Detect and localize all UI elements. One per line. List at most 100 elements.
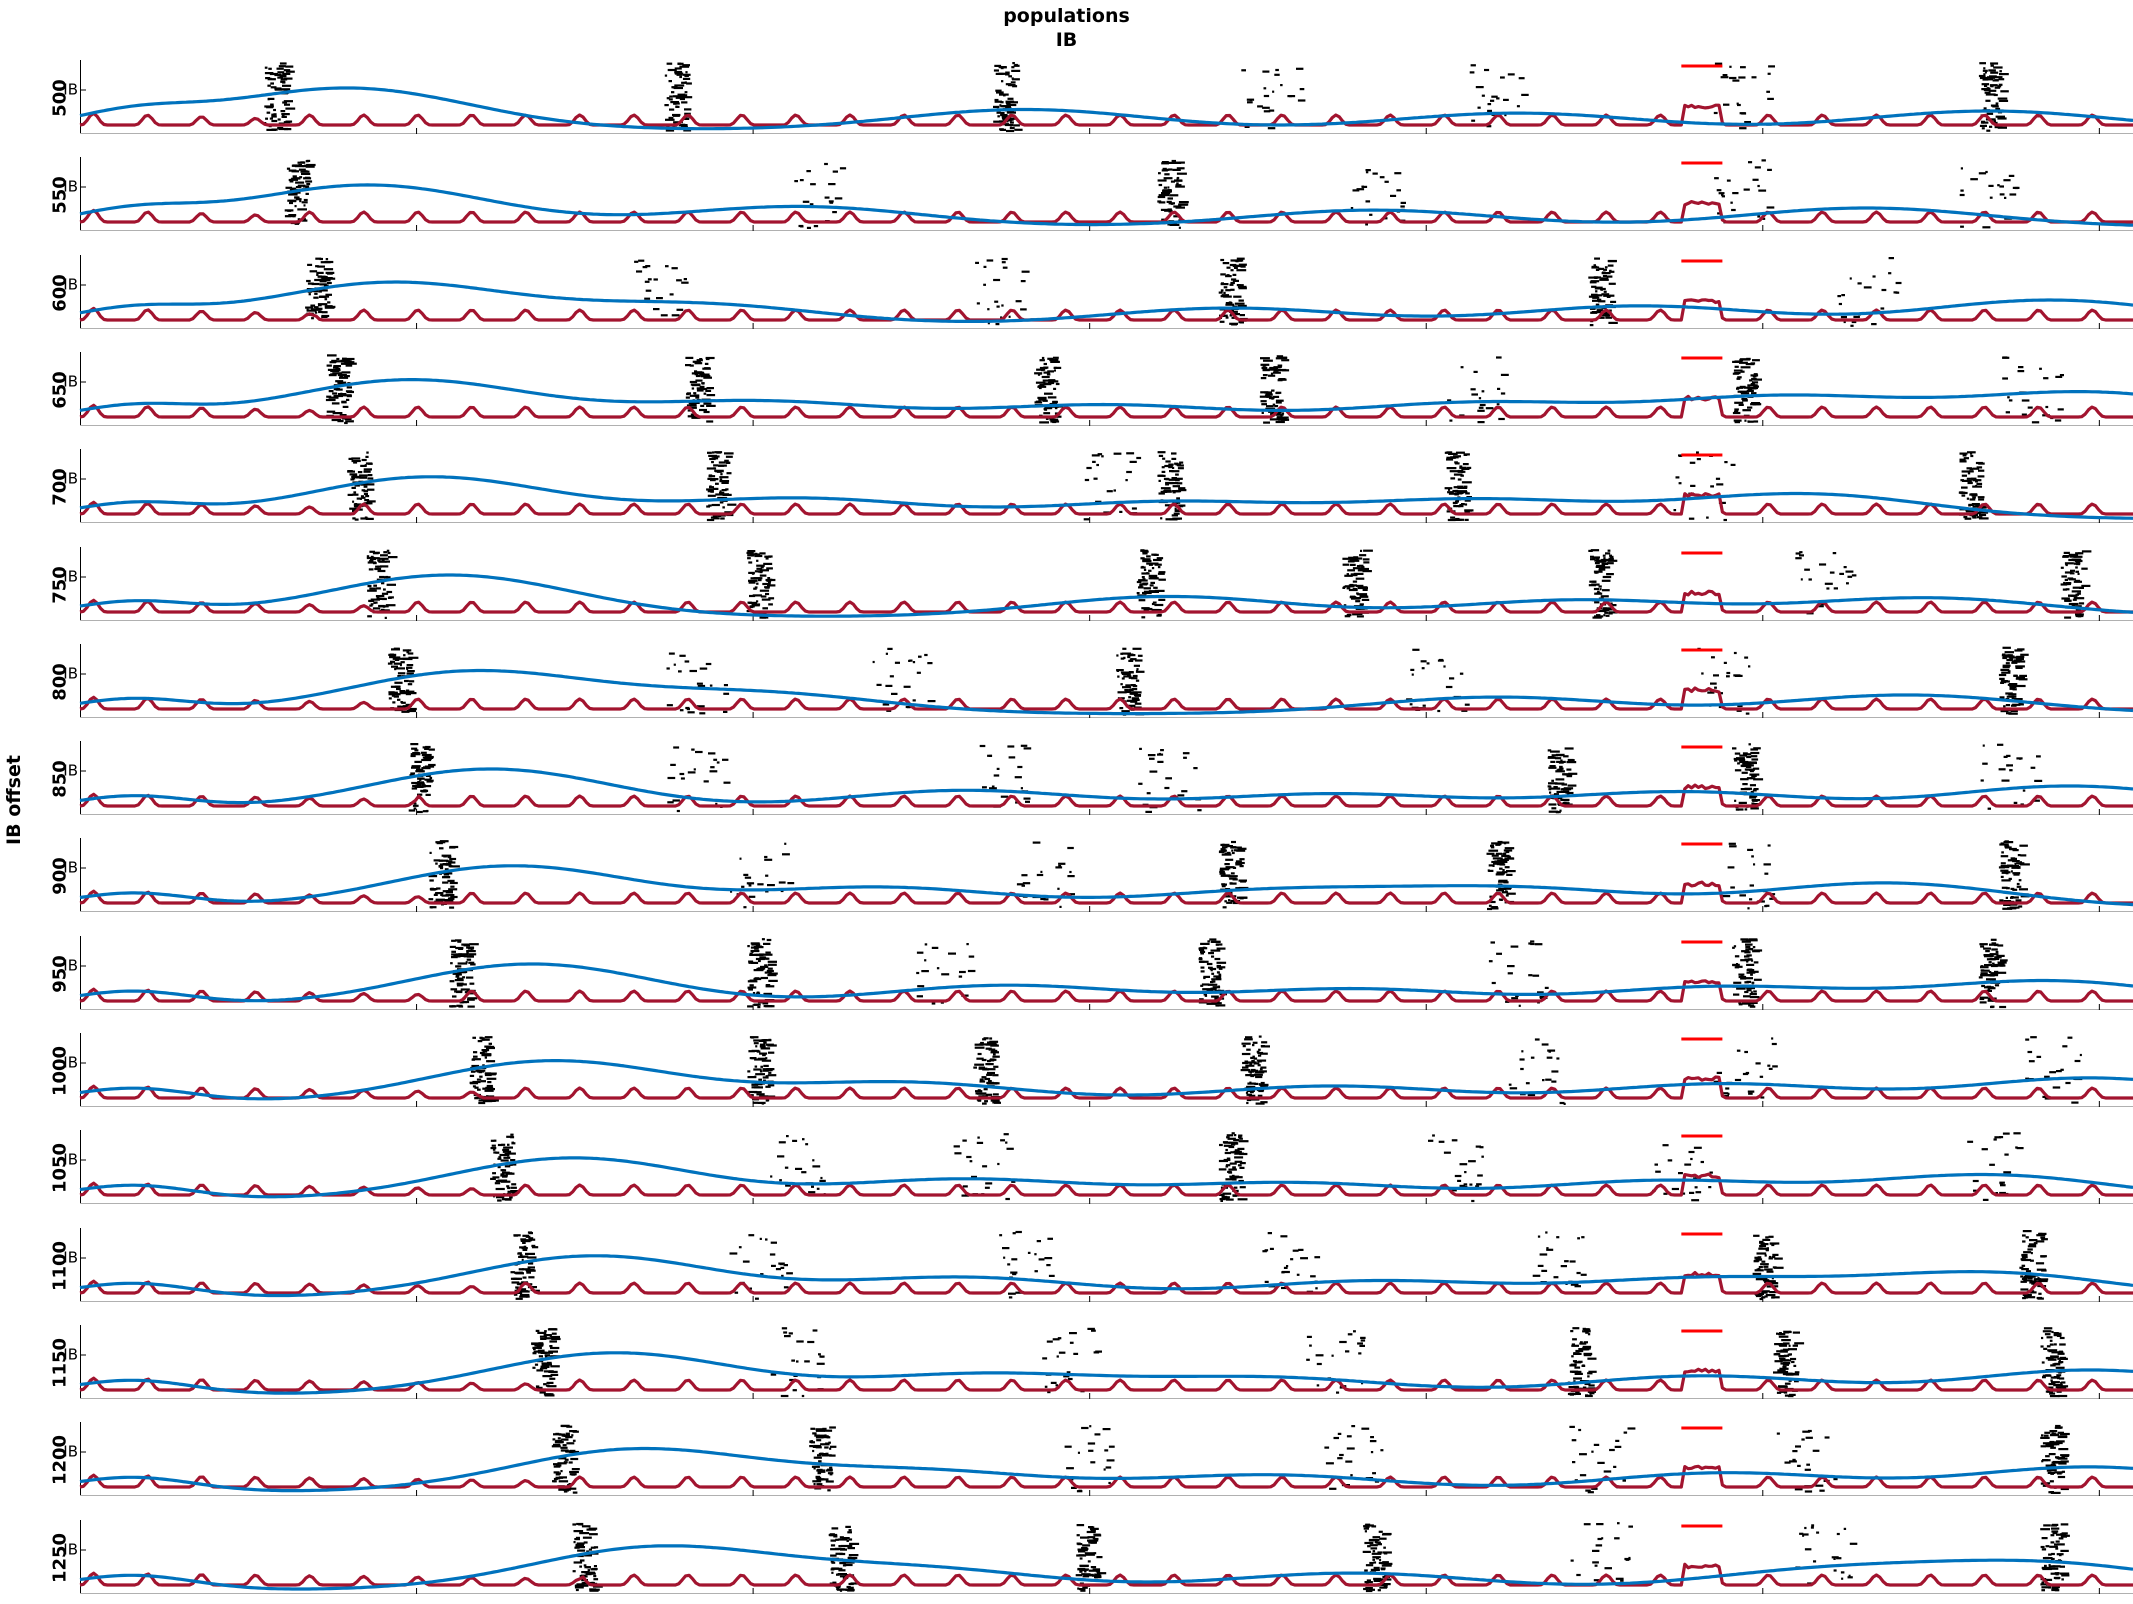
spike [1278,419,1287,421]
spike [1053,401,1057,403]
spike [1086,467,1091,469]
spike [1503,99,1509,101]
ytick-label: IB [63,81,78,99]
spike [1970,455,1973,457]
spike [669,117,674,119]
spike [1750,784,1756,786]
spike [1882,289,1887,291]
spike [1980,998,1985,1000]
spike [1250,1075,1254,1077]
spike [1753,375,1757,377]
spike [430,906,437,908]
spike [987,1074,992,1076]
spike [1183,757,1187,759]
spike [975,262,979,264]
spike [766,985,775,987]
spike [277,71,284,73]
spike [1587,1329,1589,1331]
spike [820,1177,822,1179]
spike [1253,1042,1258,1044]
spike [373,585,377,587]
spike [2001,862,2006,864]
spike [1761,1242,1765,1244]
spike [1736,757,1745,759]
spike [1199,958,1203,960]
spike [1219,292,1223,294]
spike [723,494,732,496]
spike [299,200,301,202]
spike [768,1052,774,1054]
spike [763,1045,766,1047]
spike [382,559,385,561]
spike [1156,615,1161,617]
spike [840,167,846,169]
spike [1486,407,1494,409]
spike [1158,573,1165,575]
spike [1258,1049,1261,1051]
spike [1211,950,1221,952]
spike [969,956,975,958]
spike [572,1468,580,1470]
spike [1045,1386,1048,1388]
spike [1760,1076,1763,1078]
spike [927,662,932,664]
spike [680,773,685,775]
spike [1507,965,1515,967]
spike [1848,576,1853,578]
spike [1217,948,1226,950]
spike [1136,680,1139,682]
spike [2008,859,2015,861]
spike [1130,461,1137,463]
spike [768,603,773,605]
spike [2040,1237,2045,1239]
spike [908,660,910,662]
spike [2061,597,2070,599]
spike [1749,743,1751,745]
spike [1769,1280,1776,1282]
spike [2026,1236,2029,1238]
spike [1223,906,1227,908]
spike [1599,585,1602,587]
spike [365,464,367,466]
spike [980,1042,984,1044]
spike [1752,972,1755,974]
spike [347,391,354,393]
spike [300,171,309,173]
spike [2009,878,2012,880]
spike [1237,1148,1244,1150]
spike [665,75,667,77]
population-activity-line [80,300,2133,320]
spike [1581,1274,1587,1276]
spike [1748,1091,1755,1093]
spike [1755,1259,1761,1261]
spike [1961,487,1968,489]
spike [779,1179,782,1181]
spike [680,709,684,711]
spike [448,888,457,890]
spike [324,268,333,270]
spike [1022,885,1026,887]
spike [1476,86,1484,88]
spike [1962,495,1966,497]
spike [1500,899,1503,901]
spike [1471,120,1475,122]
spike [1462,481,1472,483]
spike [1054,419,1058,421]
spike [2041,1337,2043,1339]
spike [1158,475,1163,477]
spike [921,970,929,972]
spike [1751,362,1756,364]
spike [2003,647,2011,649]
panel-offset-label: 650 [48,352,72,436]
spike [286,187,293,189]
spike [2010,193,2017,195]
spike [1988,185,1993,187]
spike [1990,62,1998,64]
spike [768,961,777,963]
spike [2022,1240,2025,1242]
spike [1049,1275,1055,1277]
spike [685,660,690,662]
spike [1042,376,1050,378]
spike [1563,773,1572,775]
